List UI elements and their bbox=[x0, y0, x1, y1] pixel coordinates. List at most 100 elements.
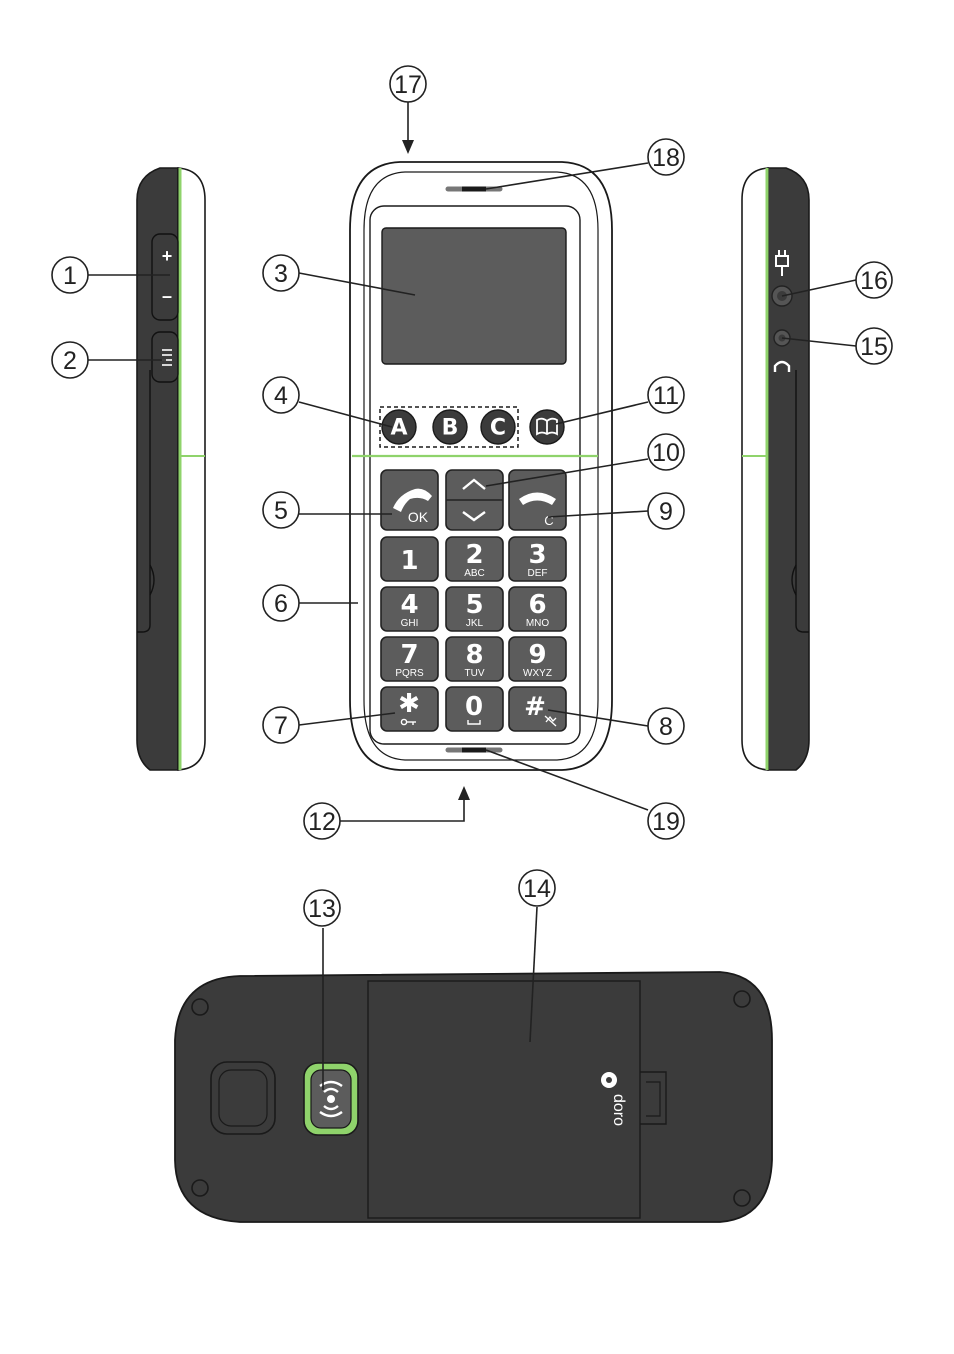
callout-6: 6 bbox=[262, 584, 300, 622]
callout-number: 4 bbox=[274, 382, 288, 410]
memory-key-label: A bbox=[390, 416, 407, 441]
callout-number: 18 bbox=[652, 144, 680, 172]
callout-number: 19 bbox=[652, 808, 680, 836]
callout-13: 13 bbox=[303, 889, 341, 927]
memory-key-a: A bbox=[381, 409, 417, 445]
callout-15: 15 bbox=[855, 327, 893, 365]
volume-plus-label: + bbox=[162, 246, 173, 266]
silent-icon bbox=[544, 715, 557, 727]
callout-number: 7 bbox=[274, 712, 288, 740]
book-icon bbox=[536, 417, 558, 436]
callout-19: 19 bbox=[647, 802, 685, 840]
key-letters: GHI bbox=[401, 618, 419, 629]
callout-number: 2 bbox=[63, 347, 77, 375]
callout-18: 18 bbox=[647, 138, 685, 176]
side-menu-key bbox=[151, 331, 179, 383]
call-key: OK bbox=[380, 469, 439, 531]
callout-number: 5 bbox=[274, 497, 288, 525]
callout-number: 6 bbox=[274, 590, 288, 618]
memory-keys-group bbox=[379, 406, 519, 448]
zero-digit: 0 bbox=[465, 692, 483, 722]
arrow-up-icon bbox=[462, 478, 486, 490]
callout-10: 10 bbox=[647, 433, 685, 471]
left-side-view: + – bbox=[136, 167, 206, 771]
key-letters: TUV bbox=[465, 668, 485, 679]
callout-number: 10 bbox=[652, 439, 680, 467]
callout-5: 5 bbox=[262, 491, 300, 529]
star-key: ✱ bbox=[380, 686, 439, 732]
callout-11: 11 bbox=[647, 376, 685, 414]
memory-key-label: B bbox=[442, 416, 459, 441]
leader-lines bbox=[88, 102, 857, 1090]
hang-up-key: C bbox=[508, 469, 567, 531]
doro-logo: doro bbox=[601, 1072, 627, 1126]
callout-number: 17 bbox=[394, 71, 422, 99]
callout-16: 16 bbox=[855, 261, 893, 299]
key-letters: WXYZ bbox=[523, 668, 552, 679]
navigation-key bbox=[445, 469, 504, 531]
key-digit: 6 bbox=[528, 590, 546, 620]
callout-number: 15 bbox=[860, 333, 888, 361]
key-digit: 4 bbox=[400, 590, 418, 620]
arrow-down-icon bbox=[462, 511, 486, 522]
back-view: doro bbox=[174, 971, 773, 1223]
key-digit: 9 bbox=[528, 640, 546, 670]
key-digit: 8 bbox=[465, 640, 483, 670]
callout-1: 1 bbox=[51, 256, 89, 294]
callout-4: 4 bbox=[262, 376, 300, 414]
callout-number: 8 bbox=[659, 713, 673, 741]
phonebook-key bbox=[529, 409, 565, 445]
callout-number: 11 bbox=[653, 382, 679, 410]
memory-key-label: C bbox=[490, 416, 506, 441]
power-plug-icon bbox=[775, 250, 789, 276]
callout-number: 13 bbox=[308, 895, 336, 923]
hash-label: # bbox=[524, 692, 546, 722]
menu-lines-icon bbox=[162, 349, 172, 366]
key-letters: PQRS bbox=[395, 668, 424, 679]
assistance-button bbox=[303, 1062, 359, 1136]
key-letters: MNO bbox=[526, 618, 550, 629]
callout-number: 16 bbox=[860, 267, 888, 295]
display-screen bbox=[381, 227, 567, 365]
key-digit: 7 bbox=[400, 640, 418, 670]
handset-icon bbox=[393, 488, 432, 512]
callout-12: 12 bbox=[303, 802, 341, 840]
space-icon bbox=[467, 720, 481, 725]
callout-17: 17 bbox=[389, 65, 427, 103]
ok-label: OK bbox=[408, 509, 429, 525]
key-digit: 1 bbox=[400, 546, 418, 576]
doro-logo-text: doro bbox=[610, 1094, 627, 1126]
key-1: 1 bbox=[380, 536, 439, 582]
key-lock-icon bbox=[400, 718, 416, 726]
callout-8: 8 bbox=[647, 707, 685, 745]
key-letters: JKL bbox=[466, 618, 484, 629]
right-side-view bbox=[741, 167, 810, 771]
callout-14: 14 bbox=[518, 869, 556, 907]
memory-key-c: C bbox=[480, 409, 516, 445]
assistance-signal-icon bbox=[319, 1080, 343, 1118]
volume-key bbox=[151, 233, 179, 321]
callout-number: 1 bbox=[63, 262, 77, 290]
key-digit: 5 bbox=[465, 590, 483, 620]
callout-9: 9 bbox=[647, 492, 685, 530]
volume-minus-label: – bbox=[162, 286, 172, 306]
headset-icon bbox=[773, 360, 791, 372]
callout-number: 9 bbox=[659, 498, 673, 526]
callout-3: 3 bbox=[262, 254, 300, 292]
hash-key: # bbox=[508, 686, 567, 732]
hang-up-icon bbox=[519, 492, 556, 505]
key-digit: 2 bbox=[465, 540, 483, 570]
key-digit: 3 bbox=[528, 540, 546, 570]
camera-lens bbox=[210, 1061, 276, 1135]
callout-number: 14 bbox=[523, 875, 551, 903]
battery-cover bbox=[367, 980, 641, 1219]
callout-7: 7 bbox=[262, 706, 300, 744]
